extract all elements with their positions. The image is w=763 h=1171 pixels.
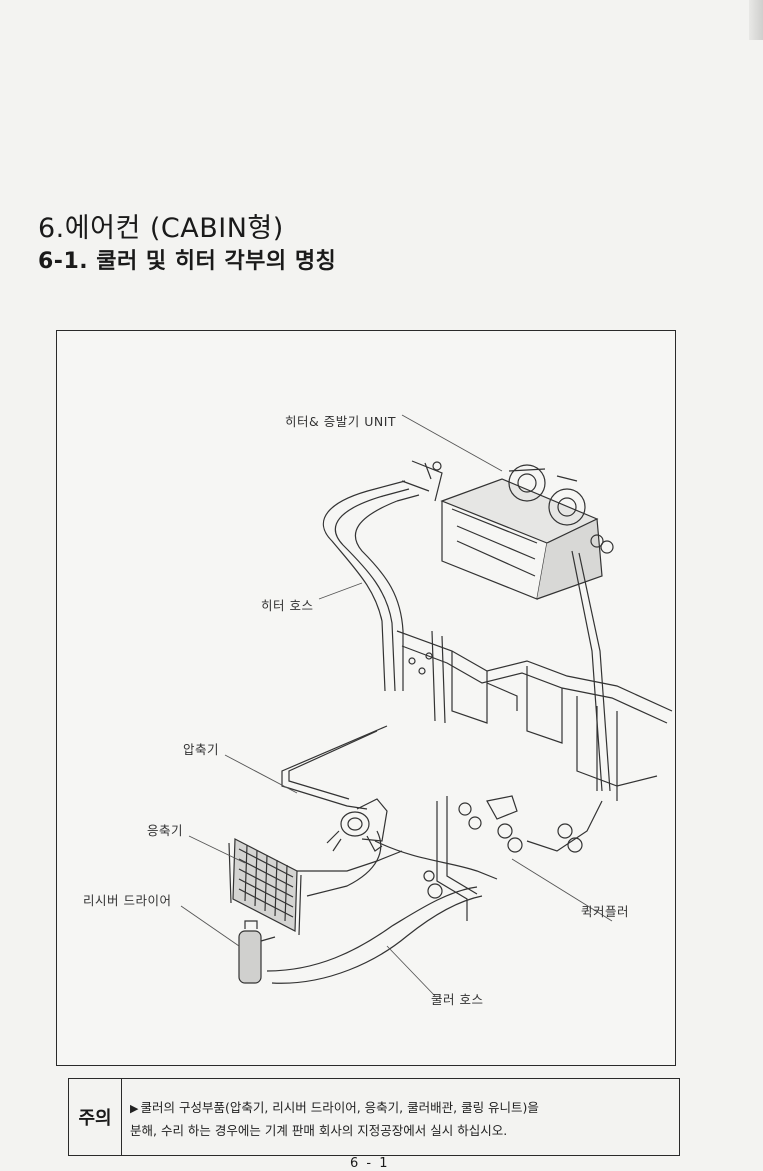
cab-frame-drawing <box>396 630 673 801</box>
caution-line-1: ▶쿨러의 구성부품(압축기, 리시버 드라이어, 응축기, 쿨러배관, 쿨링 유… <box>130 1100 539 1115</box>
caution-line-2: 분해, 수리 하는 경우에는 기계 판매 회사의 지정공장에서 실시 하십시오. <box>130 1123 508 1138</box>
aircon-diagram <box>180 414 673 997</box>
diagram-frame: 히터& 증발기 UNIT 히터 호스 압축기 응축기 리시버 드라이어 퀵커플러… <box>56 330 676 1066</box>
label-cooler-hose: 쿨러 호스 <box>431 992 484 1007</box>
caution-text: ▶쿨러의 구성부품(압축기, 리시버 드라이어, 응축기, 쿨러배관, 쿨링 유… <box>122 1079 547 1155</box>
page-subtitle: 6-1. 쿨러 및 히터 각부의 명칭 <box>38 249 337 274</box>
cooler-hose-drawing <box>266 830 498 984</box>
caution-heading: 주의 <box>69 1079 122 1155</box>
bullet-arrow-icon: ▶ <box>130 1102 139 1115</box>
heater-unit-drawing <box>401 460 614 600</box>
leader-lines <box>180 414 613 997</box>
label-quick-coupler: 퀵커플러 <box>581 904 630 919</box>
scan-edge <box>749 0 763 40</box>
page-number: 6 - 1 <box>350 1156 390 1171</box>
compressor-piping-drawing <box>281 725 388 810</box>
page-title: 6.에어컨 (CABIN형) <box>38 213 284 244</box>
caution-box: 주의 ▶쿨러의 구성부품(압축기, 리시버 드라이어, 응축기, 쿨러배관, 쿨… <box>68 1078 680 1156</box>
label-compressor: 압축기 <box>183 742 220 757</box>
label-heater-hose: 히터 호스 <box>261 598 314 613</box>
compressor-drawing <box>326 798 388 852</box>
receiver-drier-drawing <box>238 920 276 984</box>
condenser-drawing <box>228 838 302 936</box>
label-condenser: 응축기 <box>147 823 184 838</box>
quick-coupler-drawing <box>423 795 603 921</box>
label-heater-unit: 히터& 증발기 UNIT <box>285 414 397 429</box>
label-receiver-drier: 리시버 드라이어 <box>83 893 172 908</box>
cooler-pipe-right-drawing <box>571 550 611 792</box>
heater-hose-drawing <box>322 480 420 692</box>
